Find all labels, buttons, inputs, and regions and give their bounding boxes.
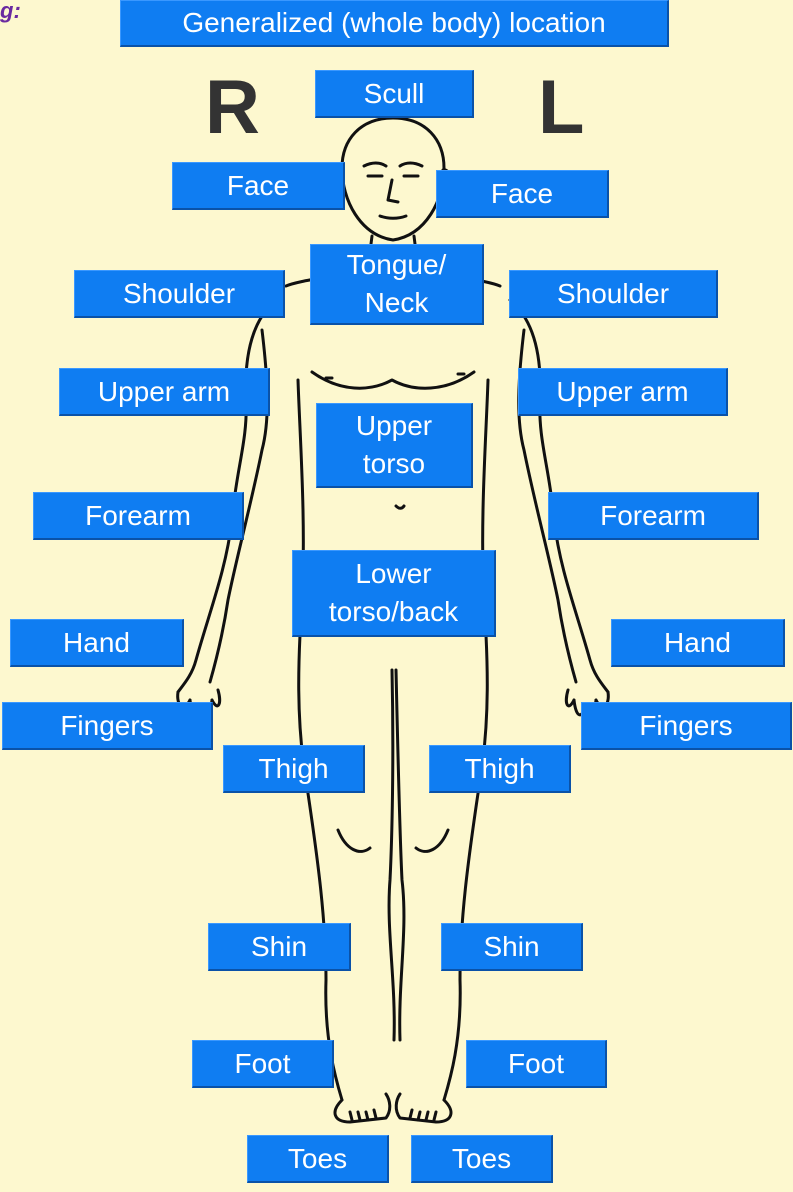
face-right-button[interactable]: Face <box>172 162 345 210</box>
right-side-label: R <box>205 70 260 146</box>
shoulder-left-button[interactable]: Shoulder <box>509 270 718 318</box>
fingers-right-button[interactable]: Fingers <box>2 702 213 750</box>
shoulder-right-button[interactable]: Shoulder <box>74 270 285 318</box>
shin-right-button[interactable]: Shin <box>208 923 351 971</box>
toes-right-button[interactable]: Toes <box>247 1135 389 1183</box>
upper-torso-button[interactable]: Upper torso <box>316 403 473 488</box>
shin-left-button[interactable]: Shin <box>441 923 583 971</box>
generalized-location-button[interactable]: Generalized (whole body) location <box>120 0 669 47</box>
corner-text-fragment: g: <box>0 0 21 24</box>
upper-arm-right-button[interactable]: Upper arm <box>59 368 270 416</box>
fingers-left-button[interactable]: Fingers <box>581 702 792 750</box>
lower-torso-back-button[interactable]: Lower torso/back <box>292 550 496 637</box>
forearm-right-button[interactable]: Forearm <box>33 492 244 540</box>
tongue-neck-button[interactable]: Tongue/ Neck <box>310 244 484 325</box>
left-side-label: L <box>538 70 584 146</box>
foot-right-button[interactable]: Foot <box>192 1040 334 1088</box>
toes-left-button[interactable]: Toes <box>411 1135 553 1183</box>
hand-right-button[interactable]: Hand <box>10 619 184 667</box>
hand-left-button[interactable]: Hand <box>611 619 785 667</box>
thigh-left-button[interactable]: Thigh <box>429 745 571 793</box>
scull-button[interactable]: Scull <box>315 70 474 118</box>
thigh-right-button[interactable]: Thigh <box>223 745 365 793</box>
upper-arm-left-button[interactable]: Upper arm <box>518 368 728 416</box>
face-left-button[interactable]: Face <box>436 170 609 218</box>
forearm-left-button[interactable]: Forearm <box>548 492 759 540</box>
foot-left-button[interactable]: Foot <box>466 1040 607 1088</box>
